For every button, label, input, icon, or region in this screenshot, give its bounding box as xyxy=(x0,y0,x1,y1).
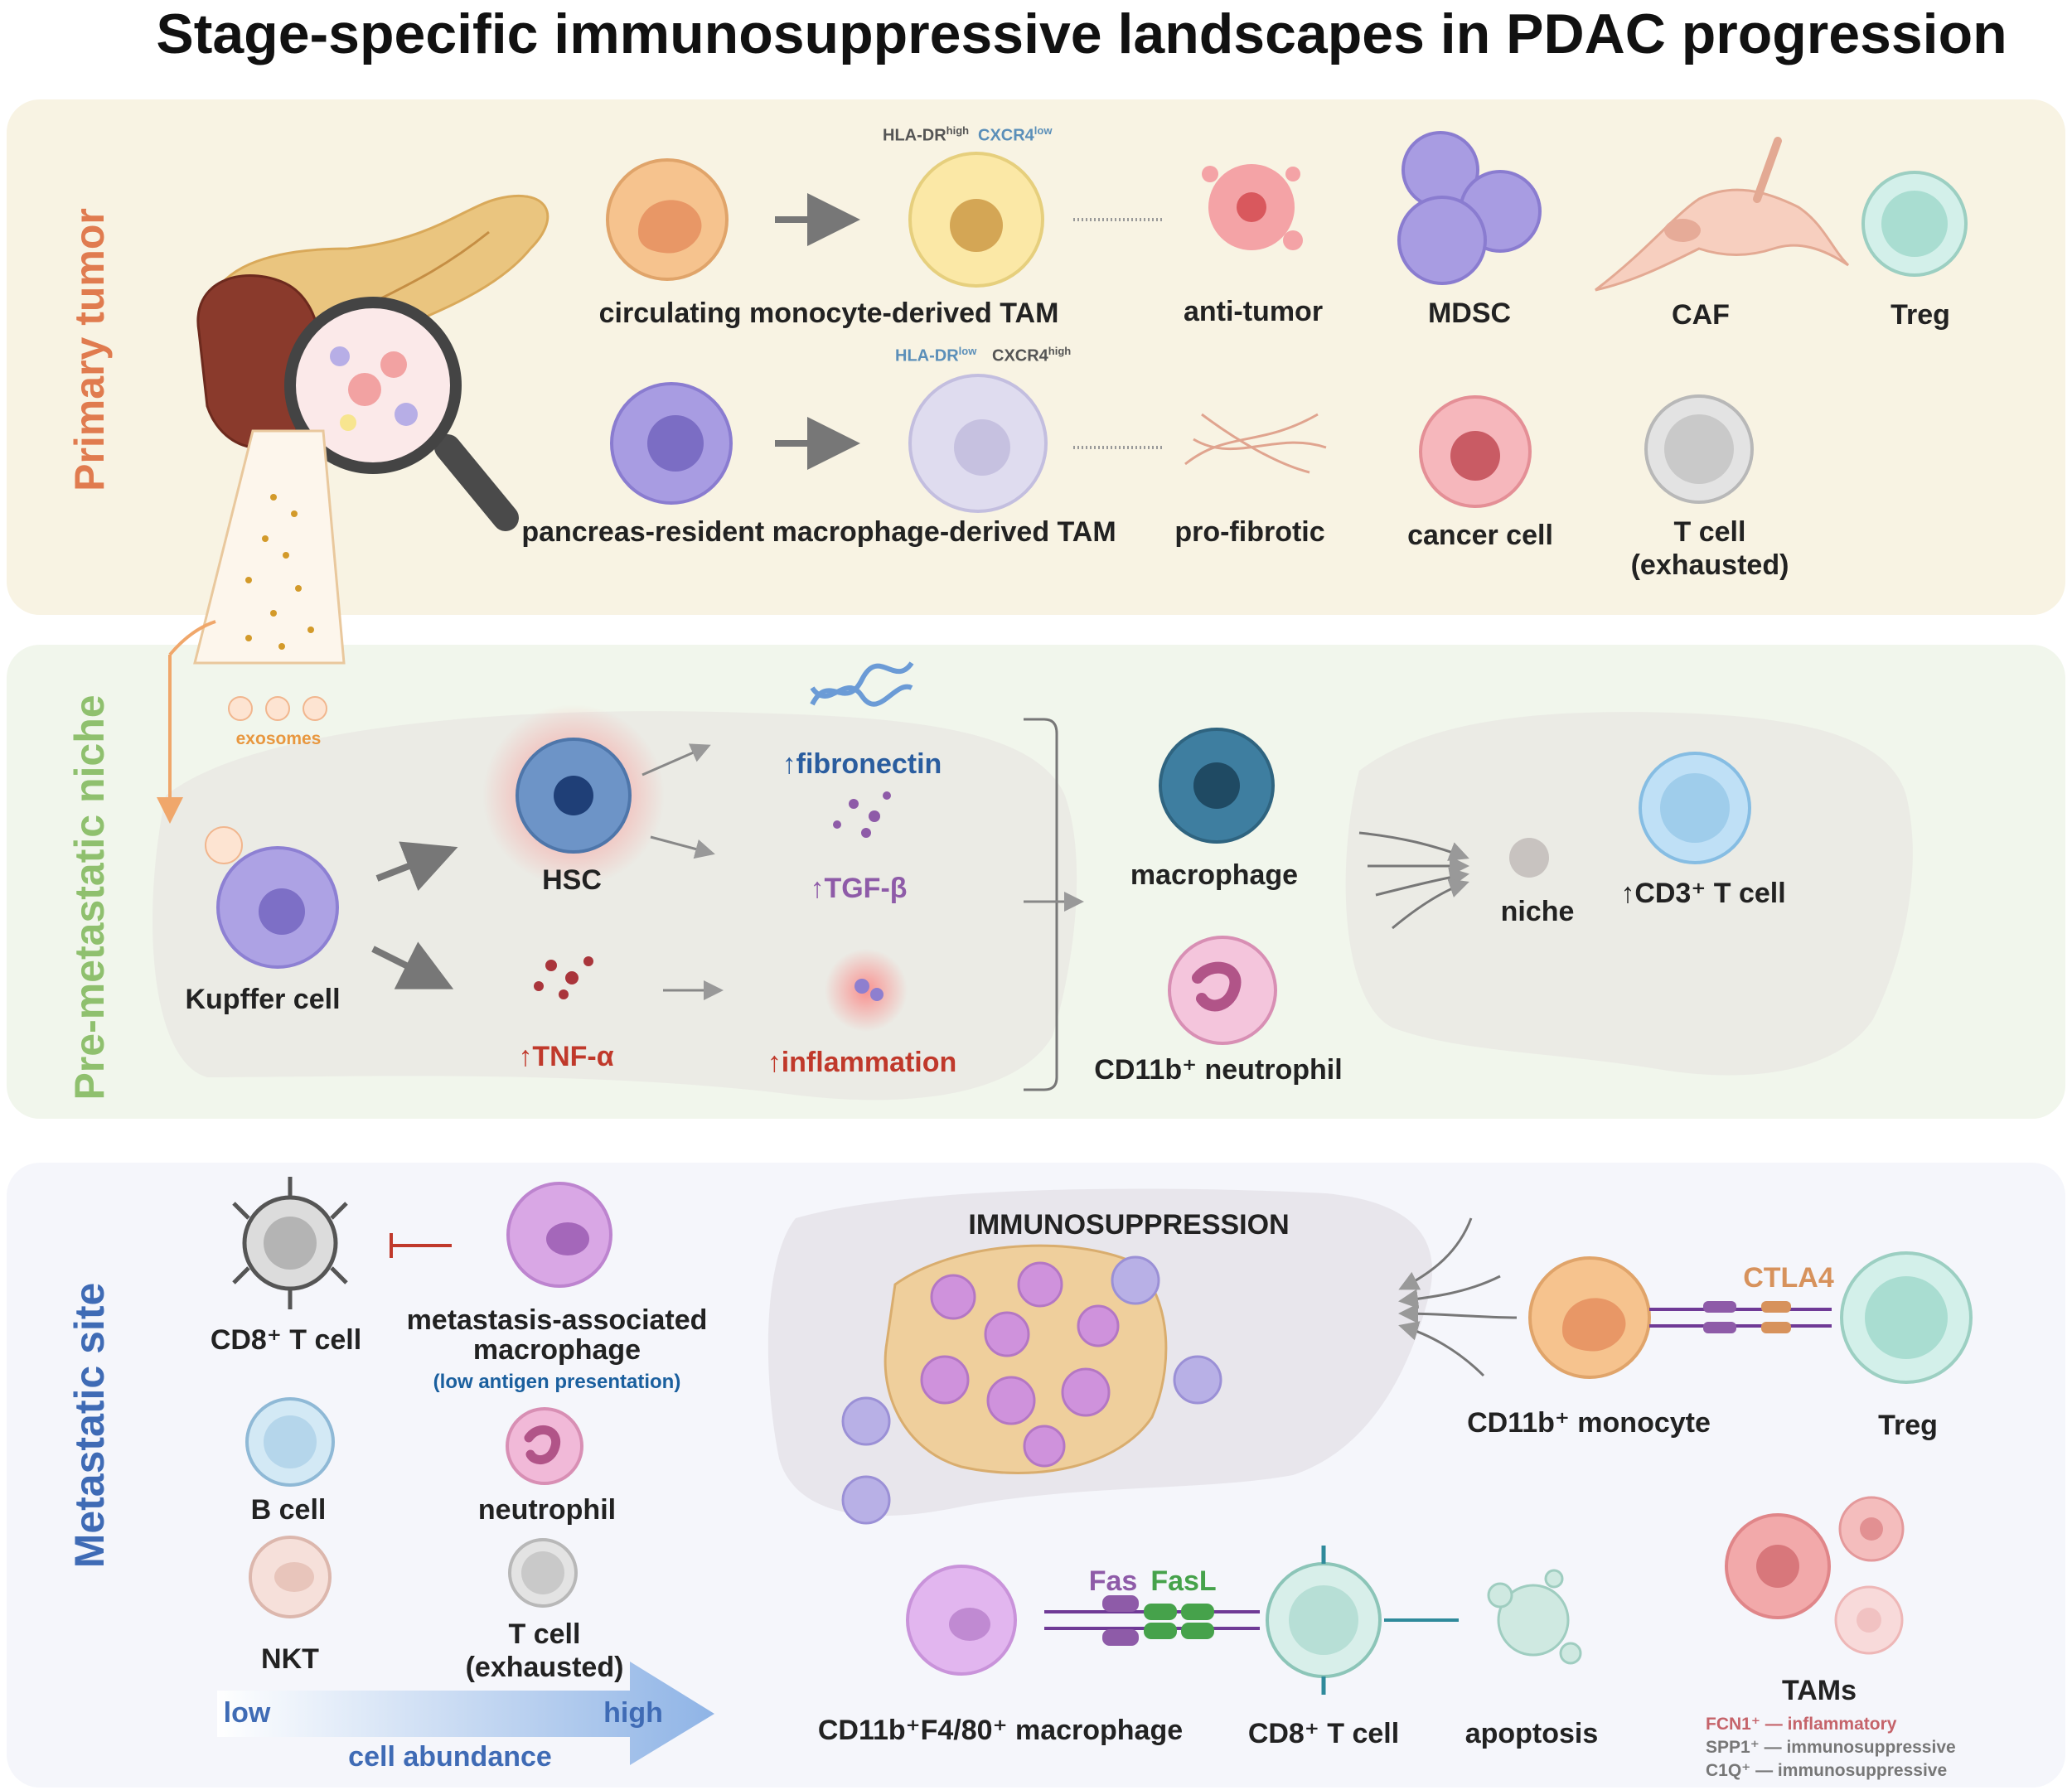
bracket xyxy=(1024,718,1058,1091)
cell-abundance-label: cell abundance xyxy=(348,1741,552,1773)
tgf-beta-label: ↑TGF-β xyxy=(810,873,908,904)
hsc-cell-icon xyxy=(482,704,665,887)
incoming-arrows xyxy=(1398,1217,1518,1377)
apoptosis-icon xyxy=(1487,1569,1582,1665)
caf-cell xyxy=(1595,137,1850,292)
resident-macrophage-cell xyxy=(610,382,733,505)
stage-label-primary: Primary tumor xyxy=(66,208,113,491)
liver-kupffer-cells xyxy=(841,1255,1222,1525)
exosome-cone xyxy=(193,429,346,665)
magnifying-glass-icon xyxy=(284,297,519,531)
niche-label: niche xyxy=(1500,896,1575,927)
macrophage-icon xyxy=(1159,728,1275,844)
liver-shape-right xyxy=(1345,712,1913,1076)
fcn1-label: FCN1⁺ — inflammatory xyxy=(1706,1715,1897,1734)
cd11b-monocyte-label: CD11b⁺ monocyte xyxy=(1467,1407,1711,1439)
niche-icon xyxy=(1509,838,1549,878)
inhibition-icon xyxy=(390,1233,452,1258)
apoptosis-label: apoptosis xyxy=(1464,1718,1599,1749)
immunosuppression-label: IMMUNOSUPPRESSION xyxy=(968,1209,1290,1241)
anti-tumor-label: anti-tumor xyxy=(1183,296,1324,327)
cxcr4-low-label: CXCR4low xyxy=(978,124,1053,145)
exosome-particles xyxy=(228,696,327,721)
pro-fibrotic-label: pro-fibrotic xyxy=(1174,516,1325,548)
metastasis-macrophage-icon xyxy=(506,1182,612,1288)
metastatic-treg-label: Treg xyxy=(1878,1410,1938,1441)
fas-label: Fas xyxy=(1088,1565,1138,1597)
hla-dr-low-label: HLA-DRlow xyxy=(895,345,977,365)
figure-title: Stage-specific immunosuppressive landsca… xyxy=(156,2,2007,65)
fas-fasl-interaction xyxy=(1044,1595,1260,1646)
neutrophil-icon xyxy=(1168,936,1277,1045)
nkt-cell-icon xyxy=(249,1536,332,1618)
nkt-label: NKT xyxy=(261,1643,319,1675)
treg-cell xyxy=(1861,171,1968,277)
cd3-t-cell-label: ↑CD3⁺ T cell xyxy=(1620,878,1786,909)
cd8-t-cell-left-label: CD8⁺ T cell xyxy=(210,1324,362,1356)
hsc-label: HSC xyxy=(542,864,602,896)
cancer-cell-icon xyxy=(1419,395,1532,508)
exhausted-t-cell-label: T cell(exhausted) xyxy=(1630,516,1789,582)
cxcr4-high-label: CXCR4high xyxy=(992,345,1072,365)
metastatic-neutrophil-icon xyxy=(506,1407,583,1485)
stage-label-premetastatic: Pre-metastatic niche xyxy=(66,694,113,1101)
abundance-low-label: low xyxy=(223,1697,271,1729)
metastatic-treg-icon xyxy=(1840,1251,1973,1384)
resident-tam-label: pancreas-resident macrophage-derived TAM xyxy=(521,516,1116,548)
kupffer-cell-label: Kupffer cell xyxy=(185,984,341,1015)
anti-tumor-icon xyxy=(1202,164,1303,250)
b-cell-label: B cell xyxy=(250,1494,327,1526)
cd11b-neutrophil-label: CD11b⁺ neutrophil xyxy=(1094,1054,1343,1086)
inflammation-icon xyxy=(825,949,908,1032)
fibronectin-icon xyxy=(810,661,914,707)
mdsc-label: MDSC xyxy=(1427,298,1512,329)
ctla4-label: CTLA4 xyxy=(1743,1262,1834,1294)
circulating-tam-label: circulating monocyte-derived TAM xyxy=(598,298,1059,329)
cd8-t-cell-right-icon xyxy=(1266,1546,1459,1695)
cd8-t-cell-left-icon xyxy=(232,1177,348,1309)
tnf-alpha-label: ↑TNF-α xyxy=(518,1041,614,1072)
stage-label-metastatic: Metastatic site xyxy=(66,1282,113,1569)
cd3-t-cell-icon xyxy=(1639,752,1751,864)
f480-macrophage-icon xyxy=(906,1565,1017,1676)
metastatic-exhausted-t-cell-icon xyxy=(508,1538,578,1608)
spp1-label: SPP1⁺ — immunosuppressive xyxy=(1706,1738,1956,1757)
c1q-label: C1Q⁺ — immunosuppressive xyxy=(1706,1761,1948,1780)
tgf-beta-icon xyxy=(833,791,891,838)
circulating-monocyte-cell xyxy=(606,158,729,281)
cd11b-monocyte-icon xyxy=(1528,1256,1651,1379)
circulating-tam-cell xyxy=(908,152,1044,288)
treg-label: Treg xyxy=(1890,299,1950,331)
pro-fibrotic-icon xyxy=(1184,413,1327,474)
tumor-macrophages xyxy=(920,1261,1120,1468)
fasl-label: FasL xyxy=(1150,1565,1217,1597)
cell-abundance-arrow xyxy=(217,1662,714,1765)
b-cell-icon xyxy=(245,1397,335,1487)
resident-tam-cell xyxy=(908,374,1048,513)
macrophage-label: macrophage xyxy=(1130,859,1299,891)
kupffer-cell-icon xyxy=(205,826,339,969)
tams-label: TAMs xyxy=(1781,1675,1857,1706)
abundance-high-label: high xyxy=(603,1697,663,1729)
fibronectin-label: ↑fibronectin xyxy=(782,748,942,780)
cancer-cell-label: cancer cell xyxy=(1407,520,1553,551)
mdsc-cells xyxy=(1397,131,1542,285)
f480-macrophage-label: CD11b⁺F4/80⁺ macrophage xyxy=(817,1715,1184,1746)
tams-icon xyxy=(1725,1496,1905,1655)
exhausted-t-cell-icon xyxy=(1644,394,1754,504)
caf-label: CAF xyxy=(1672,299,1730,331)
metastatic-exhausted-t-cell-label: T cell(exhausted) xyxy=(465,1618,624,1684)
neutrophil-label: neutrophil xyxy=(477,1494,617,1526)
tnf-alpha-icon xyxy=(534,956,593,999)
converging-arrows xyxy=(1358,831,1469,930)
cd8-t-cell-right-label: CD8⁺ T cell xyxy=(1247,1718,1400,1749)
ctla4-interaction xyxy=(1649,1301,1832,1333)
exosome-dots xyxy=(245,494,314,650)
hla-dr-high-label: HLA-DRhigh xyxy=(883,124,970,145)
inflammation-label: ↑inflammation xyxy=(767,1047,957,1078)
exosomes-label: exosomes xyxy=(235,729,322,748)
